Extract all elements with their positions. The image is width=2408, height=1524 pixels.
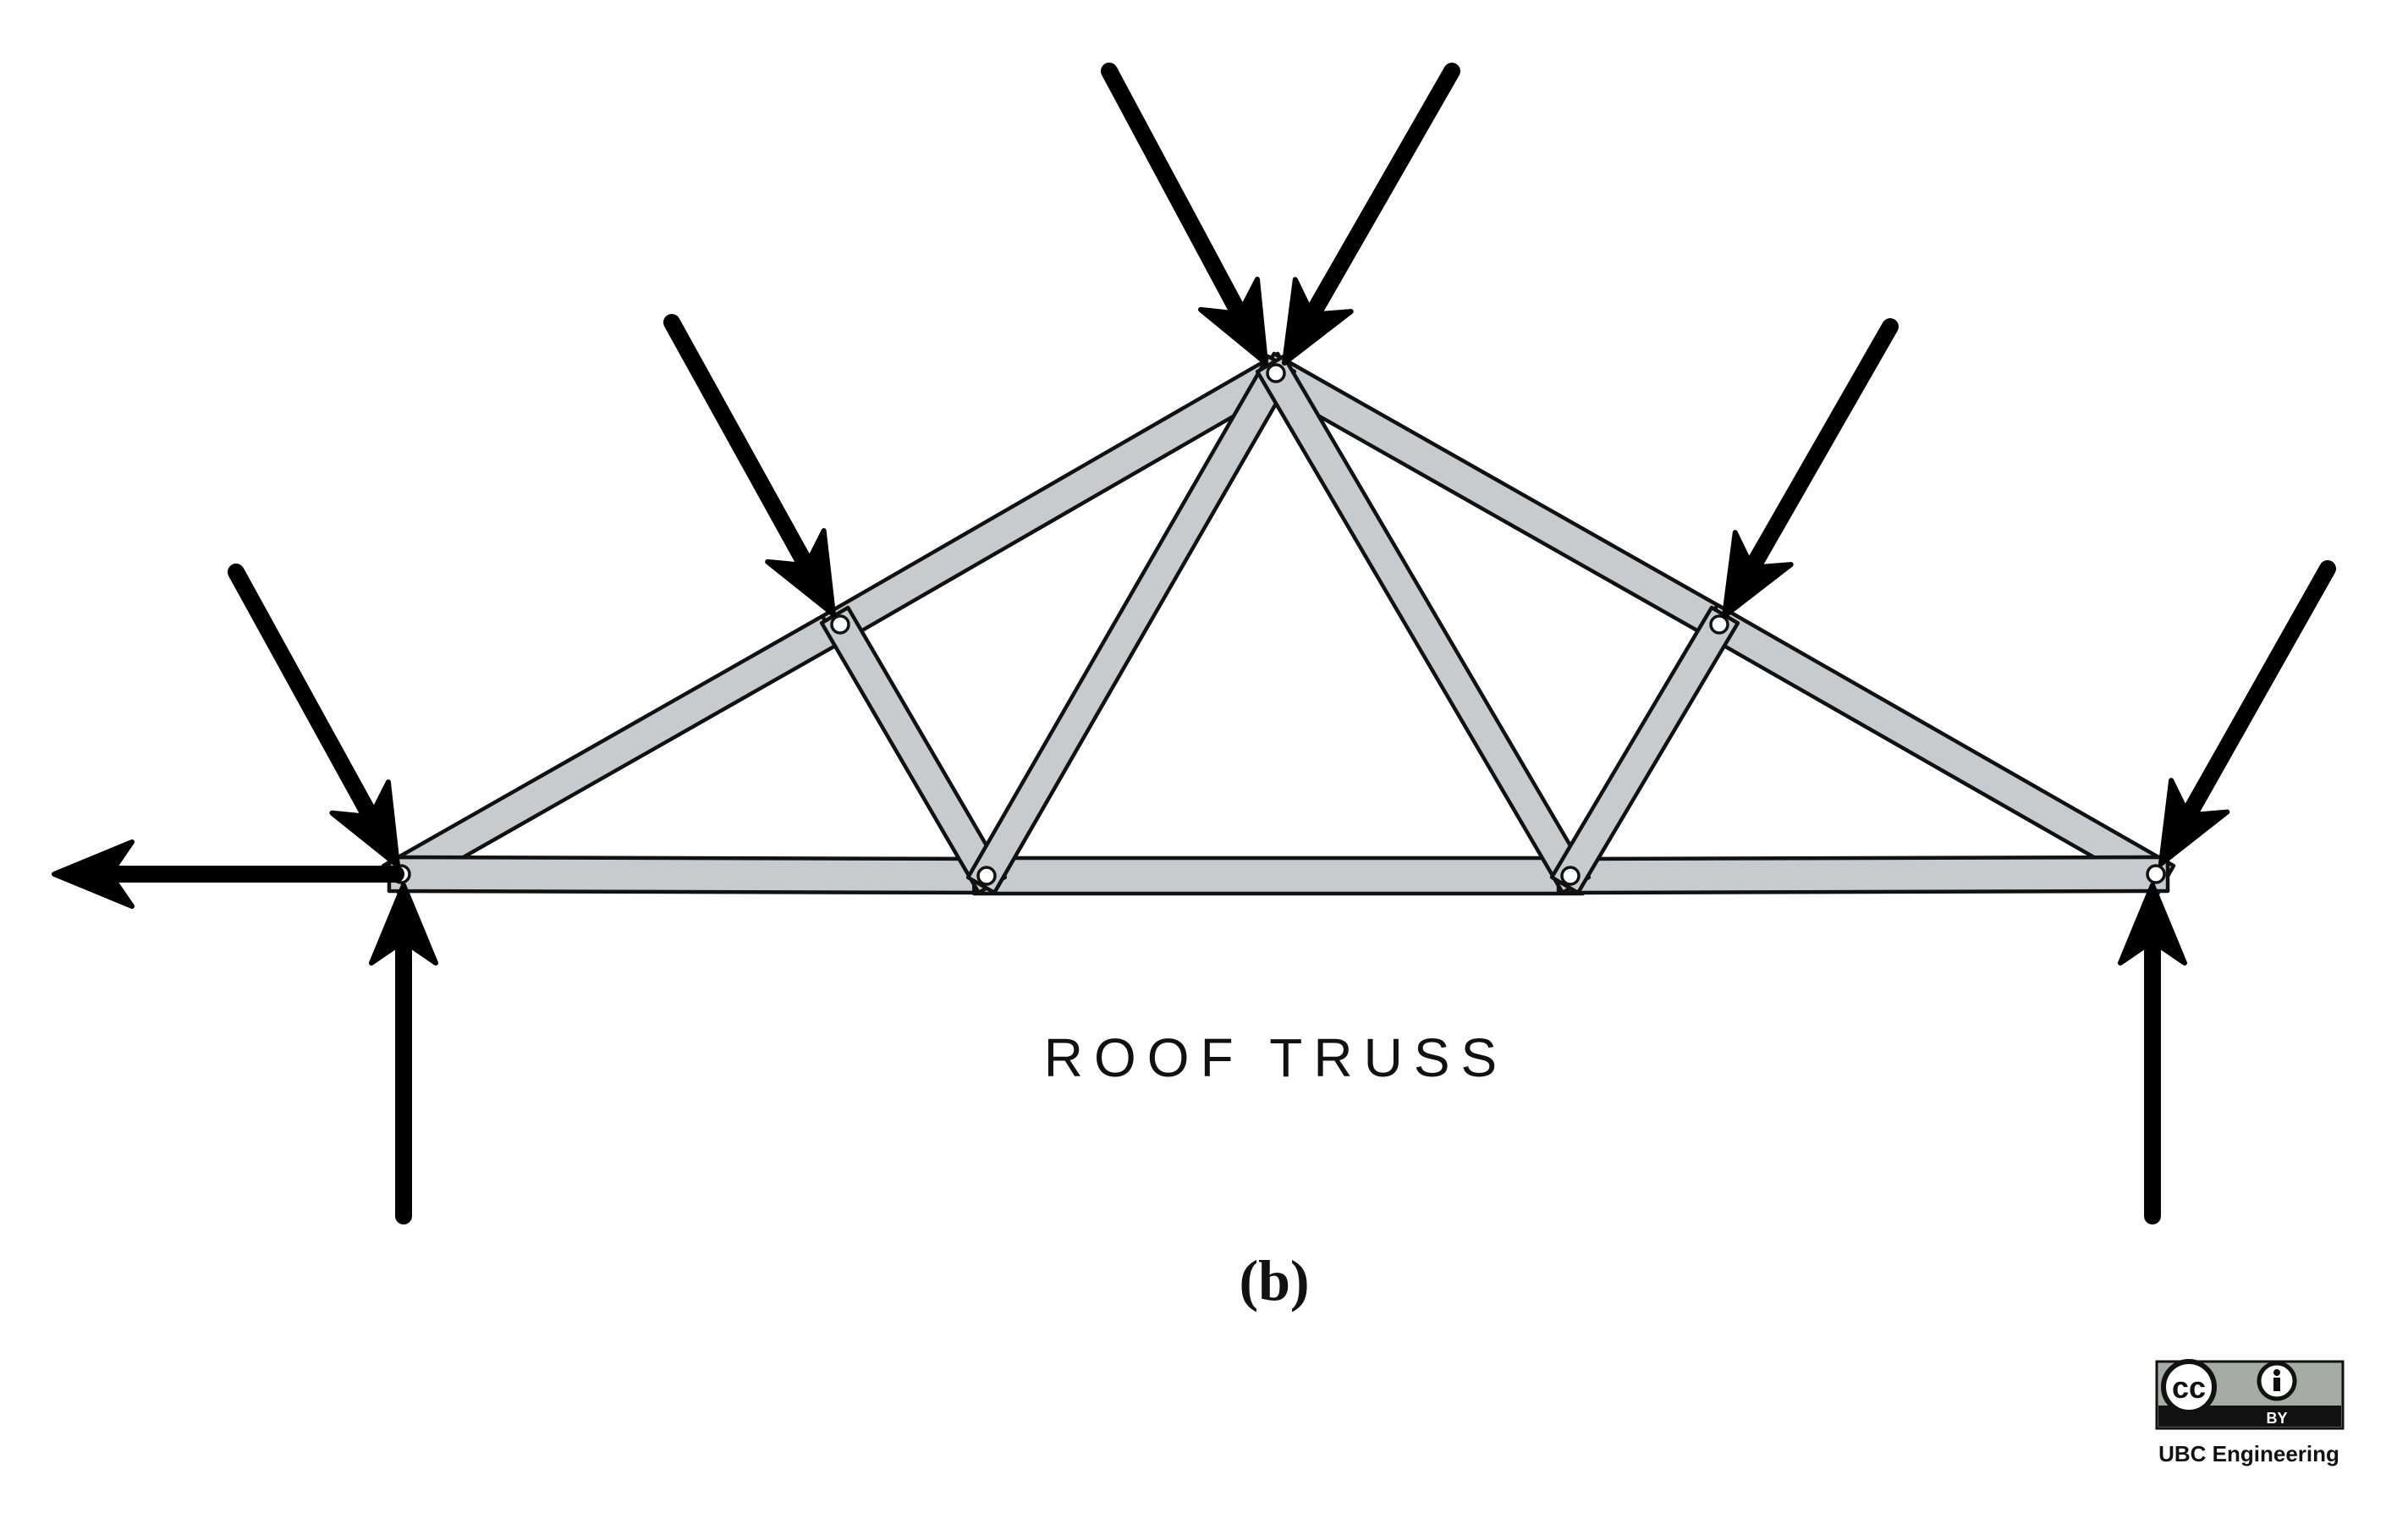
top-chord-left-lower	[381, 602, 860, 896]
cc-by-license-badge: cc BY	[2155, 1359, 2345, 1430]
web-left-outer	[819, 605, 1008, 895]
web-right-outer	[1549, 605, 1740, 895]
truss-pins	[391, 363, 2166, 886]
load-arrow-apex-left	[1101, 63, 1268, 366]
attribution-text: UBC Engineering	[2158, 1441, 2339, 1466]
left-vertical-reaction-arrow	[369, 883, 438, 1224]
cc-icon: cc	[2161, 1359, 2217, 1415]
load-arrow-left-mid	[663, 314, 836, 617]
right-support-pin	[2146, 864, 2166, 884]
load-arrow-right-mid	[1722, 318, 1899, 619]
load-arrow-right-eave	[2158, 560, 2336, 867]
right-top-pin	[1709, 614, 1729, 635]
by-label: BY	[2266, 1410, 2287, 1427]
bottom-chord-left	[387, 855, 1001, 895]
left-top-pin	[830, 614, 850, 635]
web-left-inner	[965, 354, 1297, 895]
bottom-left-pin	[976, 866, 997, 886]
diagram-title: ROOF TRUSS	[1044, 1027, 1508, 1088]
cc-icon-label: cc	[2172, 1370, 2206, 1405]
attribution-person-icon	[2257, 1361, 2297, 1401]
right-vertical-reaction-arrow	[2118, 883, 2187, 1224]
bottom-right-pin	[1560, 866, 1581, 886]
horizontal-reaction-arrow	[52, 839, 404, 909]
apex-pin	[1266, 363, 1286, 383]
bottom-chord-middle	[972, 856, 1585, 896]
figure-label: (b)	[1239, 1248, 1309, 1312]
top-chord-right-lower	[1699, 602, 2176, 896]
truss-members	[381, 351, 2176, 896]
load-arrow-left-eave	[228, 564, 400, 868]
bottom-chord-right	[1556, 855, 2170, 895]
load-arrow-apex-right	[1282, 63, 1460, 366]
applied-forces	[52, 63, 2336, 1224]
